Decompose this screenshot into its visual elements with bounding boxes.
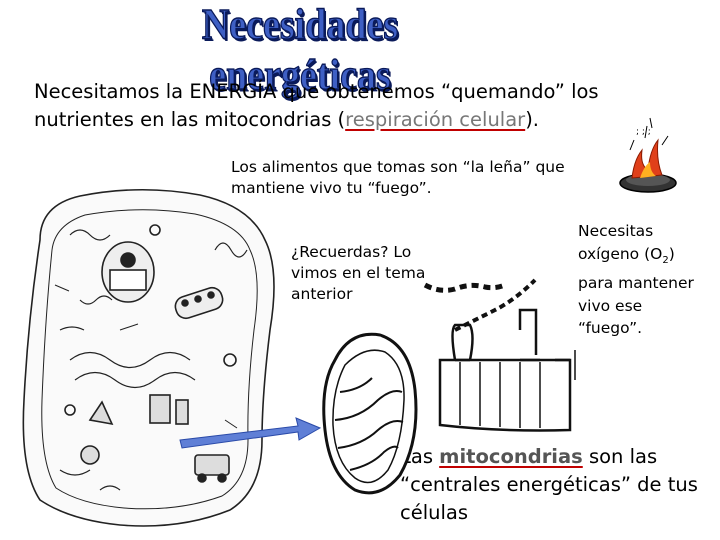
power-plant-icon (425, 280, 575, 430)
campfire-icon: ; ; ; (620, 118, 676, 192)
svg-text:; ; ;: ; ; ; (636, 127, 651, 137)
cell-illustration (23, 190, 274, 526)
mitochondrion-icon (324, 334, 416, 493)
